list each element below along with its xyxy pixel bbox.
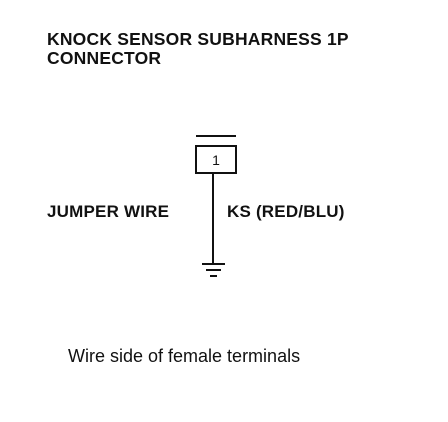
- diagram-title: KNOCK SENSOR SUBHARNESS 1P CONNECTOR: [47, 30, 349, 68]
- title-line-1: KNOCK SENSOR SUBHARNESS 1P: [47, 29, 349, 49]
- connector-terminal-box: 1: [195, 135, 237, 174]
- jumper-wire-label: JUMPER WIRE: [47, 202, 170, 221]
- terminal-number: 1: [212, 152, 220, 168]
- footer-caption: Wire side of female terminals: [68, 346, 301, 366]
- ks-wire-label: KS (RED/BLU): [227, 202, 345, 221]
- connector-terminal-outline: [195, 145, 237, 174]
- title-line-2: CONNECTOR: [47, 48, 162, 68]
- ground-symbol: [202, 263, 225, 277]
